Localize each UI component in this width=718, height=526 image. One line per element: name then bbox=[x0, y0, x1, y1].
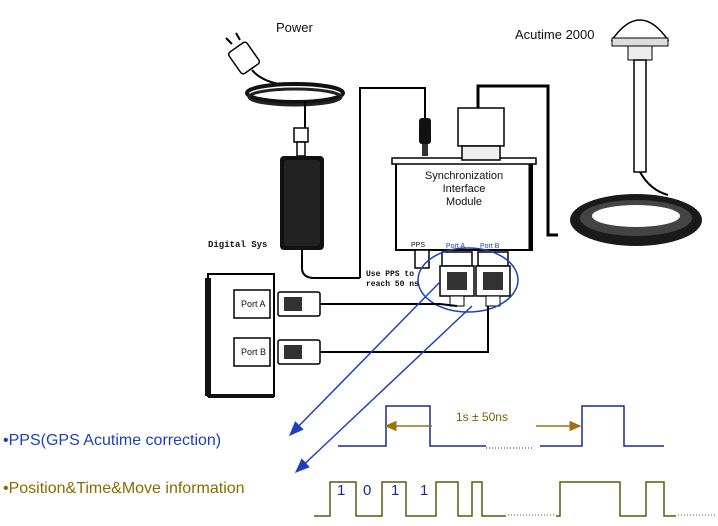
pps-waveform-next bbox=[540, 405, 664, 447]
use-pps-note-line2: reach 50 ns bbox=[366, 280, 419, 289]
sim-label-line2: Interface bbox=[442, 183, 486, 195]
acutime-label: Acutime 2000 bbox=[515, 27, 595, 42]
dc-plug-icon bbox=[419, 118, 431, 156]
port-b-connector bbox=[475, 251, 511, 307]
sync-interface-module bbox=[391, 157, 537, 251]
digital-sys-panel bbox=[205, 273, 275, 398]
bit-label-1: 1 bbox=[337, 482, 346, 499]
port-b-box-label: Port B bbox=[241, 347, 267, 357]
antenna-cable-coil bbox=[570, 194, 702, 246]
sim-label-line1: Synchronization bbox=[424, 170, 504, 182]
pps-waveform bbox=[338, 405, 486, 447]
position-waveform bbox=[314, 481, 506, 517]
serial-cable-b bbox=[277, 306, 489, 365]
serial-cable-a bbox=[277, 291, 458, 317]
antenna-adapter-block bbox=[457, 107, 505, 161]
bit-label-3: 1 bbox=[391, 482, 400, 499]
acutime-antenna-icon bbox=[610, 19, 670, 196]
use-pps-note: Use PPS to reach 50 ns bbox=[366, 270, 419, 290]
port-a-conn-label: Port A bbox=[446, 243, 466, 250]
pps-connector bbox=[414, 249, 430, 269]
antenna-cable bbox=[476, 84, 558, 237]
position-pointer-arrow bbox=[294, 305, 473, 474]
power-label: Power bbox=[276, 20, 313, 35]
port-b-conn-label: Port B bbox=[480, 243, 500, 250]
pps-caption: •PPS(GPS Acutime correction) bbox=[3, 432, 222, 449]
position-caption: •Position&Time&Move information bbox=[3, 480, 245, 497]
power-to-module-cable bbox=[359, 87, 426, 278]
use-pps-note-line1: Use PPS to bbox=[366, 270, 415, 279]
bit-label-4: 1 bbox=[420, 482, 429, 499]
port-a-box-label: Port A bbox=[241, 299, 266, 309]
pps-port-label: PPS bbox=[411, 242, 426, 249]
position-waveform-next bbox=[556, 481, 676, 517]
power-adapter-icon bbox=[280, 127, 360, 279]
power-plug-icon bbox=[225, 32, 286, 86]
interval-label: 1s ± 50ns bbox=[456, 410, 508, 424]
bit-label-2: 0 bbox=[363, 482, 372, 499]
sim-label-line3: Module bbox=[445, 196, 483, 208]
digital-sys-label: Digital Sys bbox=[208, 240, 268, 250]
sim-label: Synchronization Interface Module bbox=[400, 170, 528, 209]
connector-highlight-ellipse bbox=[417, 247, 519, 313]
power-cable-coil bbox=[245, 82, 345, 128]
port-a-connector bbox=[439, 251, 475, 307]
pps-pointer-arrow bbox=[288, 281, 441, 437]
